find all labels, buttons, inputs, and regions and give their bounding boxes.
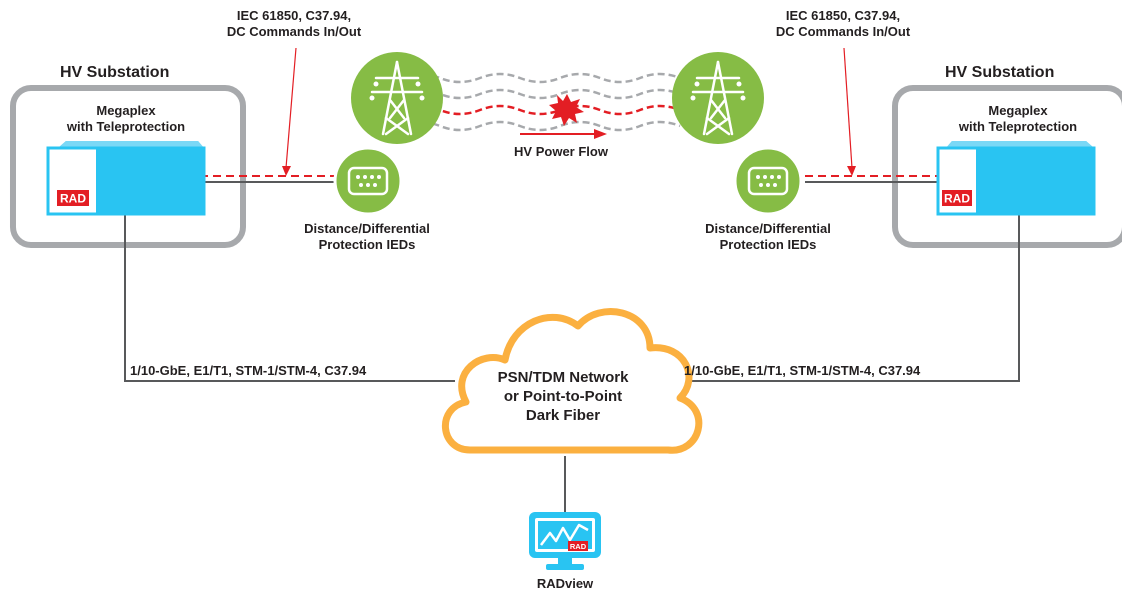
right-protocol-callout-line-1: IEC 61850, C37.94,: [785, 8, 901, 23]
left-protocol-callout: IEC 61850, C37.94, DC Commands In/Out: [208, 8, 380, 40]
power-lines: [399, 72, 681, 132]
power-flow-arrow-icon: [520, 129, 607, 139]
radview-rad-logo: RAD: [568, 541, 588, 551]
right-substation-title: HV Substation: [945, 64, 1055, 81]
left-link-label: 1/10-GbE, E1/T1, STM-1/STM-4, C37.94: [130, 363, 367, 378]
left-device-title-line-1: Megaplex: [96, 103, 156, 118]
left-callout-arrow: [282, 47, 297, 176]
network-cloud-icon: [441, 308, 703, 454]
left-rad-logo: RAD: [57, 190, 89, 206]
radview-label: RADview: [536, 576, 594, 591]
fault-burst-icon: [549, 94, 584, 126]
left-ied-label-line-2: Protection IEDs: [318, 237, 416, 252]
right-link-line: [678, 214, 1020, 382]
left-rad-logo-text: RAD: [60, 192, 86, 206]
network-label-line-3: Dark Fiber: [525, 407, 601, 424]
radview-rad-logo-text: RAD: [570, 542, 587, 551]
left-tower-icon: [351, 52, 443, 144]
right-ied-label-line-1: Distance/Differential: [705, 221, 831, 236]
left-ied-icon: [333, 146, 403, 216]
left-ied-label-line-1: Distance/Differential: [304, 221, 430, 236]
right-protocol-callout-line-2: DC Commands In/Out: [775, 24, 911, 39]
right-callout-arrow: [843, 47, 856, 176]
right-device-title: Megaplex with Teleprotection: [948, 103, 1088, 135]
left-substation-title: HV Substation: [60, 64, 170, 81]
left-link-line: [124, 214, 455, 382]
left-device-title-line-2: with Teleprotection: [66, 119, 186, 134]
network-label-line-1: PSN/TDM Network: [497, 369, 629, 386]
left-protocol-callout-line-2: DC Commands In/Out: [226, 24, 362, 39]
right-protocol-callout: IEC 61850, C37.94, DC Commands In/Out: [757, 8, 929, 40]
right-ied-label-line-2: Protection IEDs: [719, 237, 817, 252]
right-rad-logo-text: RAD: [944, 192, 970, 206]
right-device-title-line-1: Megaplex: [988, 103, 1048, 118]
right-tower-icon: [672, 52, 764, 144]
right-ied-icon: [733, 146, 803, 216]
right-ied-label: Distance/Differential Protection IEDs: [693, 221, 843, 253]
left-substation-frame: [10, 85, 246, 248]
left-ied-label: Distance/Differential Protection IEDs: [292, 221, 442, 253]
network-label-line-2: or Point-to-Point: [503, 388, 623, 405]
left-device-title: Megaplex with Teleprotection: [58, 103, 194, 135]
right-link-label: 1/10-GbE, E1/T1, STM-1/STM-4, C37.94: [684, 363, 921, 378]
right-device-title-line-2: with Teleprotection: [958, 119, 1078, 134]
left-protocol-callout-line-1: IEC 61850, C37.94,: [236, 8, 352, 23]
right-substation-frame: [892, 85, 1122, 248]
radview-monitor-icon: [529, 512, 601, 570]
right-megaplex-device-icon: [936, 141, 1096, 216]
right-rad-logo: RAD: [942, 190, 972, 206]
network-label: PSN/TDM Network or Point-to-Point Dark F…: [470, 368, 656, 425]
power-flow-label: HV Power Flow: [514, 144, 608, 159]
